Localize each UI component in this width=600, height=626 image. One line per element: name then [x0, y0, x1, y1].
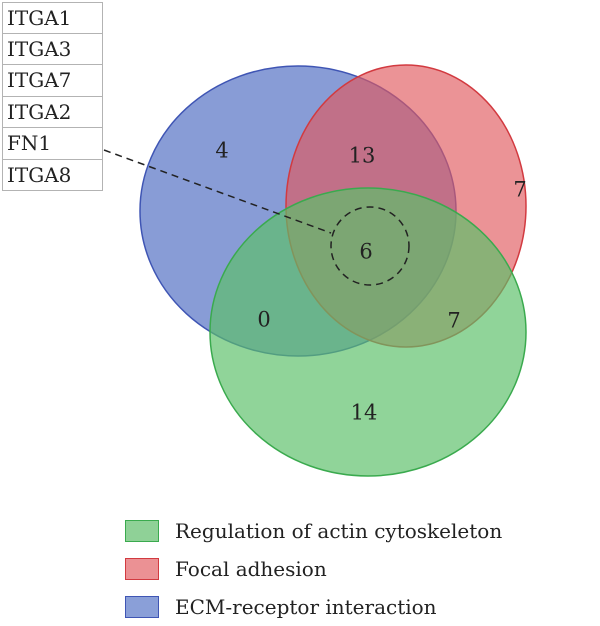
region-focal-actin: 7: [447, 309, 460, 333]
legend-swatch-focal: [125, 558, 159, 580]
gene-item: ITGA7: [2, 65, 103, 97]
gene-item: FN1: [2, 128, 103, 160]
gene-item: ITGA3: [2, 33, 103, 65]
legend-label-actin: Regulation of actin cytoskeleton: [175, 519, 503, 543]
legend-label-ecm: ECM-receptor interaction: [175, 595, 437, 619]
actin-cytoskeleton-circle: [209, 187, 527, 477]
region-ecm-focal: 13: [349, 144, 376, 168]
gene-item: ITGA8: [2, 159, 103, 191]
legend-item-focal: Focal adhesion: [125, 550, 502, 588]
region-ecm-only: 4: [215, 139, 228, 163]
highlight-dashed-circle: [330, 206, 410, 286]
legend: Regulation of actin cytoskeleton Focal a…: [125, 512, 502, 626]
legend-swatch-actin: [125, 520, 159, 542]
region-focal-only: 7: [513, 178, 526, 202]
legend-item-ecm: ECM-receptor interaction: [125, 588, 502, 626]
leader-dashed-line: [103, 149, 332, 234]
region-all-three: 6: [359, 240, 372, 264]
gene-item: ITGA1: [2, 2, 103, 34]
gene-list: ITGA1 ITGA3 ITGA7 ITGA2 FN1 ITGA8: [2, 2, 103, 191]
gene-item: ITGA2: [2, 96, 103, 128]
region-actin-only: 14: [351, 401, 378, 425]
legend-label-focal: Focal adhesion: [175, 557, 327, 581]
legend-item-actin: Regulation of actin cytoskeleton: [125, 512, 502, 550]
region-ecm-actin: 0: [257, 308, 270, 332]
legend-swatch-ecm: [125, 596, 159, 618]
